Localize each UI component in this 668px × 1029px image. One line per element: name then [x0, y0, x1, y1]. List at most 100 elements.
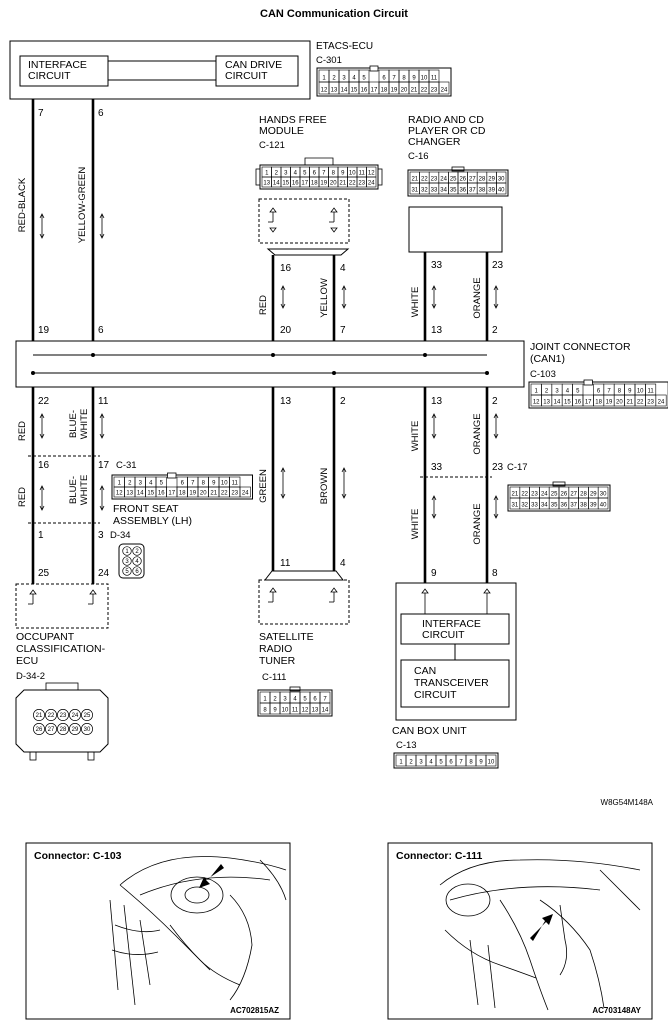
connector-pin: 18 [381, 88, 388, 94]
terminal-mark [421, 588, 429, 594]
connector-pin: 6 [382, 76, 386, 82]
connector-pin: 14 [322, 708, 329, 714]
connector-pin: 3 [125, 559, 129, 565]
connector-pin: 29 [488, 177, 495, 183]
etacs-ecu-name: ETACS-ECU [316, 41, 373, 52]
connector-pin: 26 [459, 177, 466, 183]
photo-c111-code: AC703148AY [592, 1006, 641, 1015]
can-box-connector-id: C-13 [396, 740, 417, 751]
connector-pin: 18 [311, 181, 318, 187]
connector-pin: 30 [600, 492, 607, 498]
etacs-interface-block [19, 55, 109, 87]
etacs-connector-id: C-301 [316, 55, 342, 66]
connector-pin: 2 [135, 549, 139, 555]
connector-pin: 7 [322, 171, 326, 177]
arrow-c103 [199, 864, 224, 888]
connector-pin: 22 [521, 492, 528, 498]
connector-pin: 33 [531, 503, 538, 509]
pin-d34-1: 1 [38, 530, 44, 541]
connector-pin: 30 [84, 727, 91, 733]
connector-pin: 23 [431, 88, 438, 94]
connector-pin: 11 [359, 171, 366, 177]
connector-pin: 1 [322, 76, 326, 82]
connector-pin: 21 [411, 177, 418, 183]
connector-pin: 12 [368, 171, 375, 177]
wire-label-red-lower2: RED [17, 487, 28, 507]
pin-joint-22: 22 [38, 396, 50, 407]
connector-pin: 1 [535, 389, 539, 395]
connector-pin: 11 [292, 708, 299, 714]
connector-pin: 12 [321, 88, 328, 94]
connector-pin: 24 [658, 400, 665, 406]
connector-pin: 4 [352, 76, 356, 82]
connector-pin: 13 [126, 491, 133, 497]
connector-pin: 7 [459, 760, 463, 766]
connector-pin: 12 [302, 708, 309, 714]
connector-pin: 2 [273, 697, 277, 703]
connector-pin: 25 [450, 177, 457, 183]
connector-pin: 21 [339, 181, 346, 187]
connector-pin: 3 [342, 76, 346, 82]
connector-pin: 4 [294, 171, 298, 177]
dashboard-sketch-c103 [109, 856, 287, 1006]
connector-pin: 19 [606, 400, 613, 406]
occupant-connector-id: D-34-2 [16, 671, 45, 682]
pin-c17-33: 33 [431, 462, 443, 473]
pin-joint-2-b: 2 [492, 396, 498, 407]
connector-pin: 40 [600, 503, 607, 509]
photo-c111-label: Connector: C-111 [396, 850, 483, 862]
connector-pin: 36 [561, 503, 568, 509]
connector-pin: 4 [429, 760, 433, 766]
hands-free-box [258, 198, 350, 244]
radio-box [408, 206, 503, 253]
pin-hf-4: 4 [340, 263, 346, 274]
pin-joint-2: 2 [340, 396, 346, 407]
connector-pin: 11 [232, 481, 239, 487]
connector-pin: 2 [409, 760, 413, 766]
pin-radio-23: 23 [492, 260, 504, 271]
can-box-outer [395, 582, 517, 721]
connector-pin: 31 [512, 503, 519, 509]
connector-pin: 25 [551, 492, 558, 498]
connector-pin: 9 [341, 171, 345, 177]
connector-pin: 19 [189, 491, 196, 497]
terminal-mark [269, 207, 277, 213]
connector-pin: 20 [200, 491, 207, 497]
connector-pin: 9 [212, 481, 216, 487]
connector-pin: 5 [576, 389, 580, 395]
wire-label-red: RED [258, 295, 269, 315]
connector-pin: 2 [332, 76, 336, 82]
connector-pin: 10 [421, 76, 428, 82]
joint-connector-name: JOINT CONNECTOR(CAN1) [530, 341, 631, 365]
connector-pin: 11 [647, 389, 654, 395]
connector-pin: 6 [597, 389, 601, 395]
hands-free-connector-id: C-121 [259, 140, 285, 151]
pin-joint-13-top: 13 [431, 325, 443, 336]
connector-pin: 13 [263, 181, 270, 187]
wire-label-red-black: RED-BLACK [17, 177, 28, 232]
connector-pin: 10 [488, 760, 495, 766]
connector-pin: 8 [469, 760, 473, 766]
pin-joint-13: 13 [280, 396, 292, 407]
arrow-c111 [530, 914, 553, 941]
connector-pin: 6 [135, 569, 139, 575]
connector-pin: 12 [533, 400, 540, 406]
connector-pin: 24 [242, 491, 249, 497]
photo-panel-c103 [25, 842, 291, 1020]
connector-pin: 16 [292, 181, 299, 187]
etacs-can-drive-block [215, 55, 299, 87]
wire-label-white-lower2: WHITE [410, 509, 421, 540]
connector-pin: 20 [401, 88, 408, 94]
connector-pin: 2 [545, 389, 549, 395]
connector-pin: 16 [158, 491, 165, 497]
connector-pin: 22 [421, 177, 428, 183]
connector-pin: 22 [637, 400, 644, 406]
